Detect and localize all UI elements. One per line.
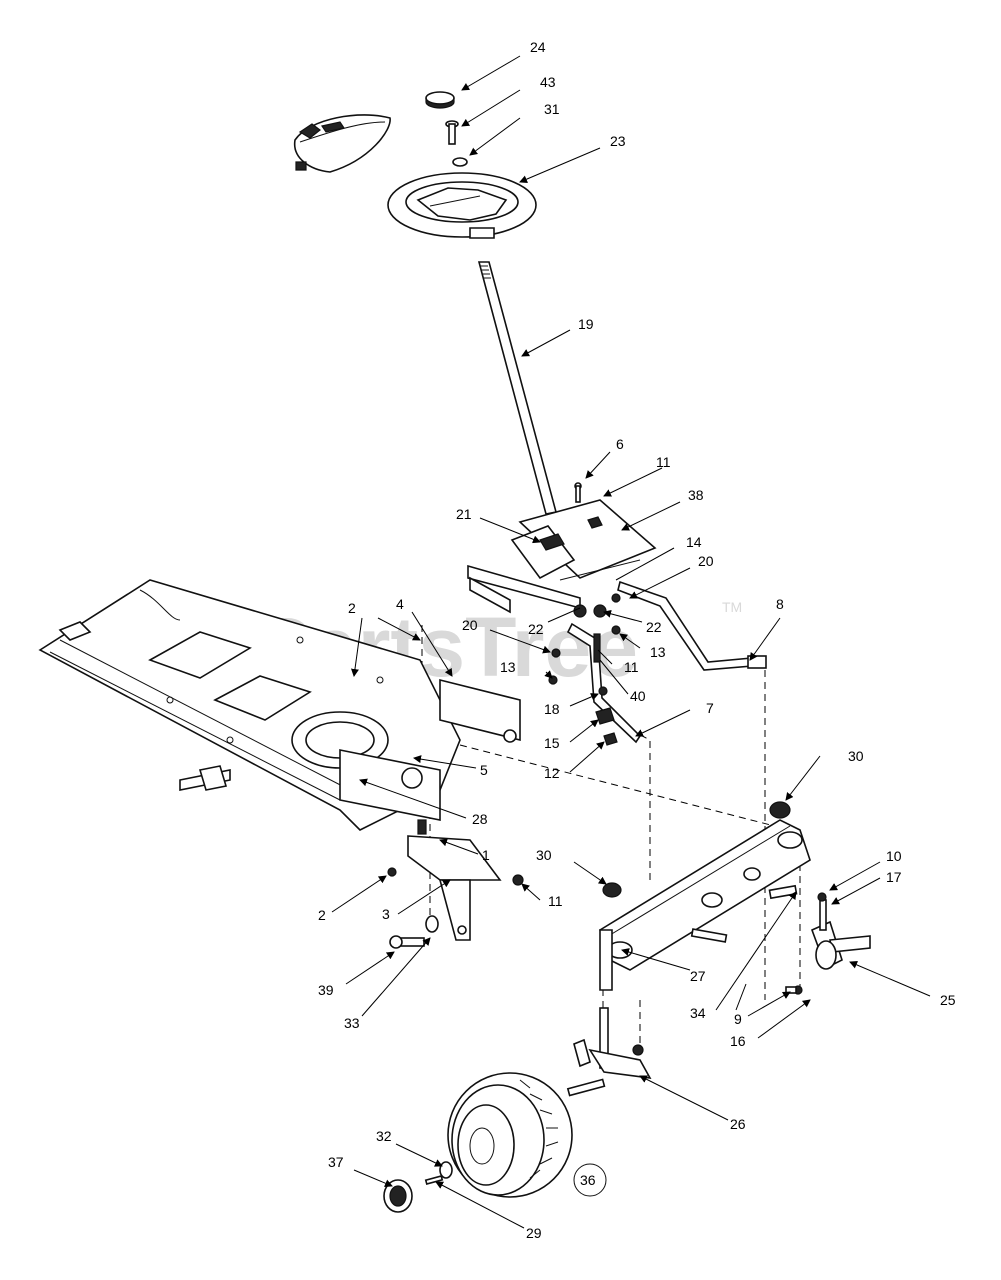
axle-mount-bracket (407, 819, 502, 941)
callout-14: 14 (686, 534, 702, 550)
callout-17: 17 (886, 869, 902, 885)
callout-37: 37 (328, 1154, 344, 1170)
wheel-assembly-circle (573, 1163, 607, 1197)
callout-5: 5 (480, 762, 488, 778)
callout-15: 15 (544, 735, 560, 751)
callout-29: 29 (526, 1225, 542, 1241)
callout-28: 28 (472, 811, 488, 827)
callout-13b: 13 (500, 659, 516, 675)
callout-22a: 22 (528, 621, 544, 637)
steering-cap (425, 91, 455, 109)
callout-20b: 20 (462, 617, 478, 633)
steering-hardware (548, 593, 621, 746)
watermark-trademark: TM (722, 599, 742, 615)
callout-21: 21 (456, 506, 472, 522)
pin-29 (424, 1175, 444, 1185)
leader-lines (331, 55, 931, 1229)
callout-18: 18 (544, 701, 560, 717)
steering-shaft (477, 261, 557, 515)
callout-1: 1 (482, 847, 490, 863)
callout-8: 8 (776, 596, 784, 612)
callout-labels: 24 43 31 23 19 6 11 38 21 14 20 8 22 22 … (318, 39, 956, 1241)
callout-30b: 30 (536, 847, 552, 863)
callout-26: 26 (730, 1116, 746, 1132)
washer-32 (439, 1161, 453, 1179)
callout-9: 9 (734, 1011, 742, 1027)
callout-11a: 11 (656, 454, 671, 470)
front-wheel (447, 1072, 573, 1198)
callout-38: 38 (688, 487, 704, 503)
callout-11b: 11 (624, 659, 639, 675)
callout-34: 34 (690, 1005, 706, 1021)
pin-34 (768, 884, 798, 900)
callout-25: 25 (940, 992, 956, 1008)
callout-40: 40 (630, 688, 646, 704)
callout-27: 27 (690, 968, 706, 984)
callout-23: 23 (610, 133, 626, 149)
callout-10: 10 (886, 848, 902, 864)
callout-13a: 13 (650, 644, 666, 660)
steering-bolt (445, 120, 459, 145)
callout-19: 19 (578, 316, 594, 332)
steering-support-bracket (467, 482, 657, 614)
drag-link (617, 580, 767, 671)
spindle-right (785, 892, 871, 995)
steering-wheel (387, 172, 537, 239)
callout-4: 4 (396, 596, 404, 612)
callout-43: 43 (540, 74, 556, 90)
callout-31: 31 (544, 101, 560, 117)
callout-3: 3 (382, 906, 390, 922)
hubcap (383, 1179, 413, 1213)
callout-39: 39 (318, 982, 334, 998)
callout-11c: 11 (548, 893, 563, 909)
callout-12: 12 (544, 765, 560, 781)
front-axle (599, 819, 811, 991)
pin-axle (690, 928, 728, 943)
bushing-30-right (769, 801, 791, 819)
spindle-left (566, 1007, 652, 1097)
callout-7: 7 (706, 700, 714, 716)
callout-6: 6 (616, 436, 624, 452)
callout-20a: 20 (698, 553, 714, 569)
frame (38, 579, 521, 831)
callout-2b: 2 (318, 907, 326, 923)
bushing-30-left (602, 882, 622, 898)
washer-33 (425, 915, 439, 933)
bolt-39 (389, 935, 425, 949)
callout-24: 24 (530, 39, 546, 55)
callout-22b: 22 (646, 619, 662, 635)
nut-2-lower (387, 867, 397, 877)
callout-33: 33 (344, 1015, 360, 1031)
steering-wheel-cover (294, 114, 391, 173)
callout-32: 32 (376, 1128, 392, 1144)
callout-16: 16 (730, 1033, 746, 1049)
callout-2a: 2 (348, 600, 356, 616)
callout-36: 36 (580, 1172, 596, 1188)
callout-30a: 30 (848, 748, 864, 764)
nut-11-lower (512, 874, 524, 886)
washer-31 (452, 157, 468, 167)
